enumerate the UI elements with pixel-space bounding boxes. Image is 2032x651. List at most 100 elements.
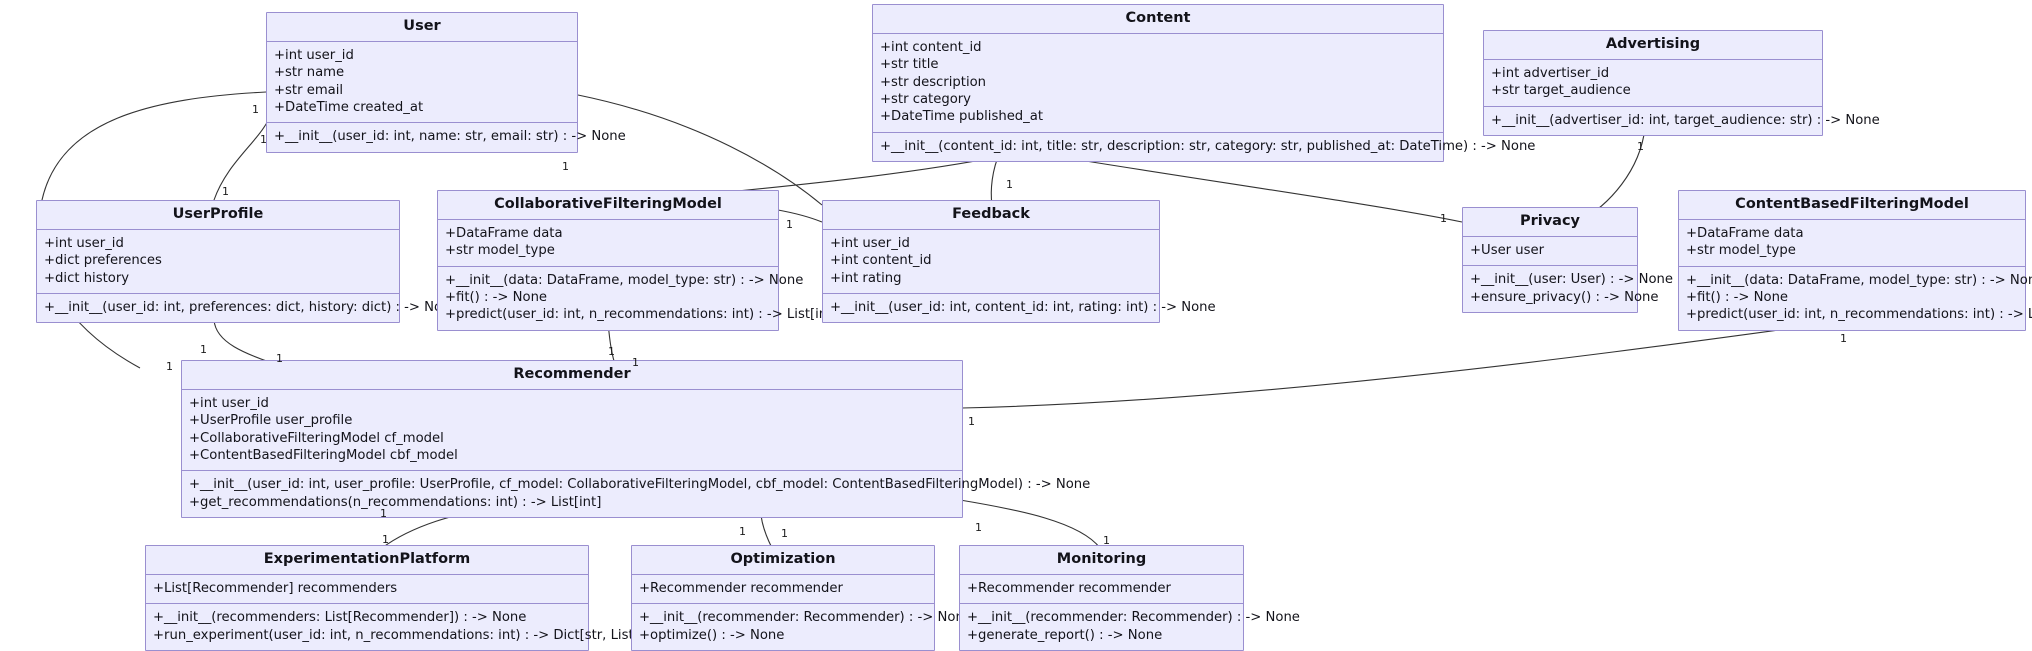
- class-title-collaborative-filtering-model: CollaborativeFilteringModel: [438, 191, 778, 220]
- class-box-experimentation-platform[interactable]: ExperimentationPlatform +List[Recommende…: [145, 545, 667, 651]
- attribute-row: +int user_id: [44, 235, 124, 251]
- attribute-row: +DateTime published_at: [880, 109, 1044, 125]
- class-methods-userprofile: +__init__(user_id: int, preferences: dic…: [37, 294, 459, 322]
- attribute-row: +str model_type: [445, 243, 555, 259]
- attribute-row: +int advertiser_id: [1491, 65, 1610, 81]
- class-box-feedback[interactable]: Feedback +int user_id +int content_id +i…: [822, 200, 1216, 324]
- class-methods-feedback: +__init__(user_id: int, content_id: int,…: [823, 294, 1216, 322]
- class-attributes-optimization: +Recommender recommender: [632, 575, 934, 605]
- method-row: +__init__(data: DataFrame, model_type: s…: [1686, 272, 2032, 288]
- method-row: +predict(user_id: int, n_recommendations…: [1686, 307, 2032, 323]
- class-box-recommender[interactable]: Recommender +int user_id +UserProfile us…: [181, 360, 1091, 519]
- attribute-row: +str category: [880, 91, 971, 107]
- multiplicity-label-recommender-optimization-b: 1: [781, 527, 788, 540]
- class-methods-advertising: +__init__(advertiser_id: int, target_aud…: [1484, 107, 1880, 135]
- method-row: +__init__(recommender: Recommender) : ->…: [639, 610, 972, 626]
- class-box-advertising[interactable]: Advertising +int advertiser_id +str targ…: [1483, 30, 1880, 136]
- class-methods-experimentation-platform: +__init__(recommenders: List[Recommender…: [146, 604, 667, 650]
- method-row: +predict(user_id: int, n_recommendations…: [445, 307, 838, 323]
- class-box-content-based-filtering-model[interactable]: ContentBasedFilteringModel +DataFrame da…: [1678, 190, 2032, 331]
- method-row: +__init__(recommenders: List[Recommender…: [153, 610, 527, 626]
- class-box-userprofile[interactable]: UserProfile +int user_id +dict preferenc…: [36, 200, 459, 324]
- multiplicity-label-recommender-optimization-a: 1: [739, 525, 746, 538]
- method-row: +fit() : -> None: [1686, 289, 1789, 305]
- class-box-user[interactable]: User +int user_id +str name +str email +…: [266, 12, 626, 153]
- class-attributes-userprofile: +int user_id +dict preferences +dict his…: [37, 230, 399, 294]
- multiplicity-label-recommender-experiment-a: 1: [380, 507, 387, 520]
- attribute-row: +DataFrame data: [1686, 225, 1804, 241]
- class-box-privacy[interactable]: Privacy +User user +__init__(user: User)…: [1462, 207, 1674, 313]
- edge-cbf-recommender: [961, 321, 1839, 409]
- attribute-row: +CollaborativeFilteringModel cf_model: [189, 430, 444, 446]
- attribute-row: +str model_type: [1686, 243, 1796, 259]
- class-attributes-user: +int user_id +str name +str email +DateT…: [267, 42, 577, 124]
- method-row: +fit() : -> None: [445, 289, 548, 305]
- attribute-row: +int content_id: [830, 253, 932, 269]
- attribute-row: +str title: [880, 57, 939, 73]
- attribute-row: +DateTime created_at: [274, 99, 424, 115]
- class-title-optimization: Optimization: [632, 546, 934, 575]
- multiplicity-label-user-userprofile-a: 1: [260, 133, 267, 146]
- method-row: +__init__(recommender: Recommender) : ->…: [967, 610, 1300, 626]
- class-box-content[interactable]: Content +int content_id +str title +str …: [872, 4, 1536, 163]
- method-row: +__init__(user_id: int, user_profile: Us…: [189, 477, 1091, 493]
- method-row: +run_experiment(user_id: int, n_recommen…: [153, 627, 667, 643]
- attribute-row: +List[Recommender] recommenders: [153, 580, 398, 596]
- class-attributes-content-based-filtering-model: +DataFrame data +str model_type: [1679, 220, 2025, 267]
- class-methods-optimization: +__init__(recommender: Recommender) : ->…: [632, 604, 972, 650]
- multiplicity-label-recommender-cbf: 1: [968, 415, 975, 428]
- class-title-experimentation-platform: ExperimentationPlatform: [146, 546, 588, 575]
- multiplicity-label-content-privacy: 1: [1440, 212, 1447, 225]
- attribute-row: +int user_id: [274, 47, 354, 63]
- multiplicity-label-collab-recommender-a: 1: [608, 345, 615, 358]
- attribute-row: +Recommender recommender: [639, 580, 843, 596]
- method-row: +__init__(content_id: int, title: str, d…: [880, 138, 1536, 154]
- multiplicity-label-userprofile-recommender-b: 1: [276, 352, 283, 365]
- attribute-row: +int rating: [830, 270, 902, 286]
- class-title-privacy: Privacy: [1463, 208, 1637, 237]
- class-methods-monitoring: +__init__(recommender: Recommender) : ->…: [960, 604, 1300, 650]
- method-row: +__init__(advertiser_id: int, target_aud…: [1491, 112, 1880, 128]
- class-box-monitoring[interactable]: Monitoring +Recommender recommender +__i…: [959, 545, 1300, 651]
- attribute-row: +str name: [274, 65, 345, 81]
- attribute-row: +dict history: [44, 270, 130, 286]
- multiplicity-label-user-userprofile-b: 1: [222, 185, 229, 198]
- class-methods-user: +__init__(user_id: int, name: str, email…: [267, 123, 626, 151]
- attribute-row: +UserProfile user_profile: [189, 413, 353, 429]
- attribute-row: +DataFrame data: [445, 225, 563, 241]
- class-attributes-advertising: +int advertiser_id +str target_audience: [1484, 60, 1822, 107]
- multiplicity-label-user-recommender-a: 1: [252, 103, 259, 116]
- attribute-row: +ContentBasedFilteringModel cbf_model: [189, 447, 458, 463]
- class-attributes-experimentation-platform: +List[Recommender] recommenders: [146, 575, 588, 605]
- method-row: +__init__(user: User) : -> None: [1470, 272, 1674, 288]
- class-title-content: Content: [873, 5, 1443, 34]
- class-methods-recommender: +__init__(user_id: int, user_profile: Us…: [182, 471, 1091, 517]
- multiplicity-label-userprofile-recommender-a: 1: [200, 343, 207, 356]
- multiplicity-label-collab-feedback: 1: [786, 218, 793, 231]
- attribute-row: +str description: [880, 74, 987, 90]
- method-row: +optimize() : -> None: [639, 627, 785, 643]
- class-attributes-monitoring: +Recommender recommender: [960, 575, 1243, 605]
- class-title-recommender: Recommender: [182, 361, 962, 390]
- attribute-row: +Recommender recommender: [967, 580, 1171, 596]
- edge-collab-feedback: [777, 209, 823, 223]
- attribute-row: +dict preferences: [44, 253, 162, 269]
- class-methods-privacy: +__init__(user: User) : -> None +ensure_…: [1463, 266, 1674, 312]
- class-box-optimization[interactable]: Optimization +Recommender recommender +_…: [631, 545, 972, 651]
- multiplicity-label-advertising-privacy: 1: [1637, 140, 1644, 153]
- class-box-collaborative-filtering-model[interactable]: CollaborativeFilteringModel +DataFrame d…: [437, 190, 838, 331]
- multiplicity-label-recommender-monitoring-a: 1: [975, 521, 982, 534]
- attribute-row: +str target_audience: [1491, 83, 1631, 99]
- method-row: +ensure_privacy() : -> None: [1470, 289, 1659, 305]
- multiplicity-label-cbf-recommender: 1: [1840, 332, 1847, 345]
- multiplicity-label-collab-recommender-b: 1: [632, 356, 639, 369]
- attribute-row: +int user_id: [189, 395, 269, 411]
- edge-user-feedback: [577, 94, 823, 206]
- method-row: +__init__(user_id: int, preferences: dic…: [44, 299, 459, 315]
- class-title-content-based-filtering-model: ContentBasedFilteringModel: [1679, 191, 2025, 220]
- attribute-row: +int user_id: [830, 235, 910, 251]
- method-row: +get_recommendations(n_recommendations: …: [189, 494, 602, 510]
- multiplicity-label-recommender-monitoring-b: 1: [1103, 534, 1110, 547]
- class-attributes-content: +int content_id +str title +str descript…: [873, 34, 1443, 133]
